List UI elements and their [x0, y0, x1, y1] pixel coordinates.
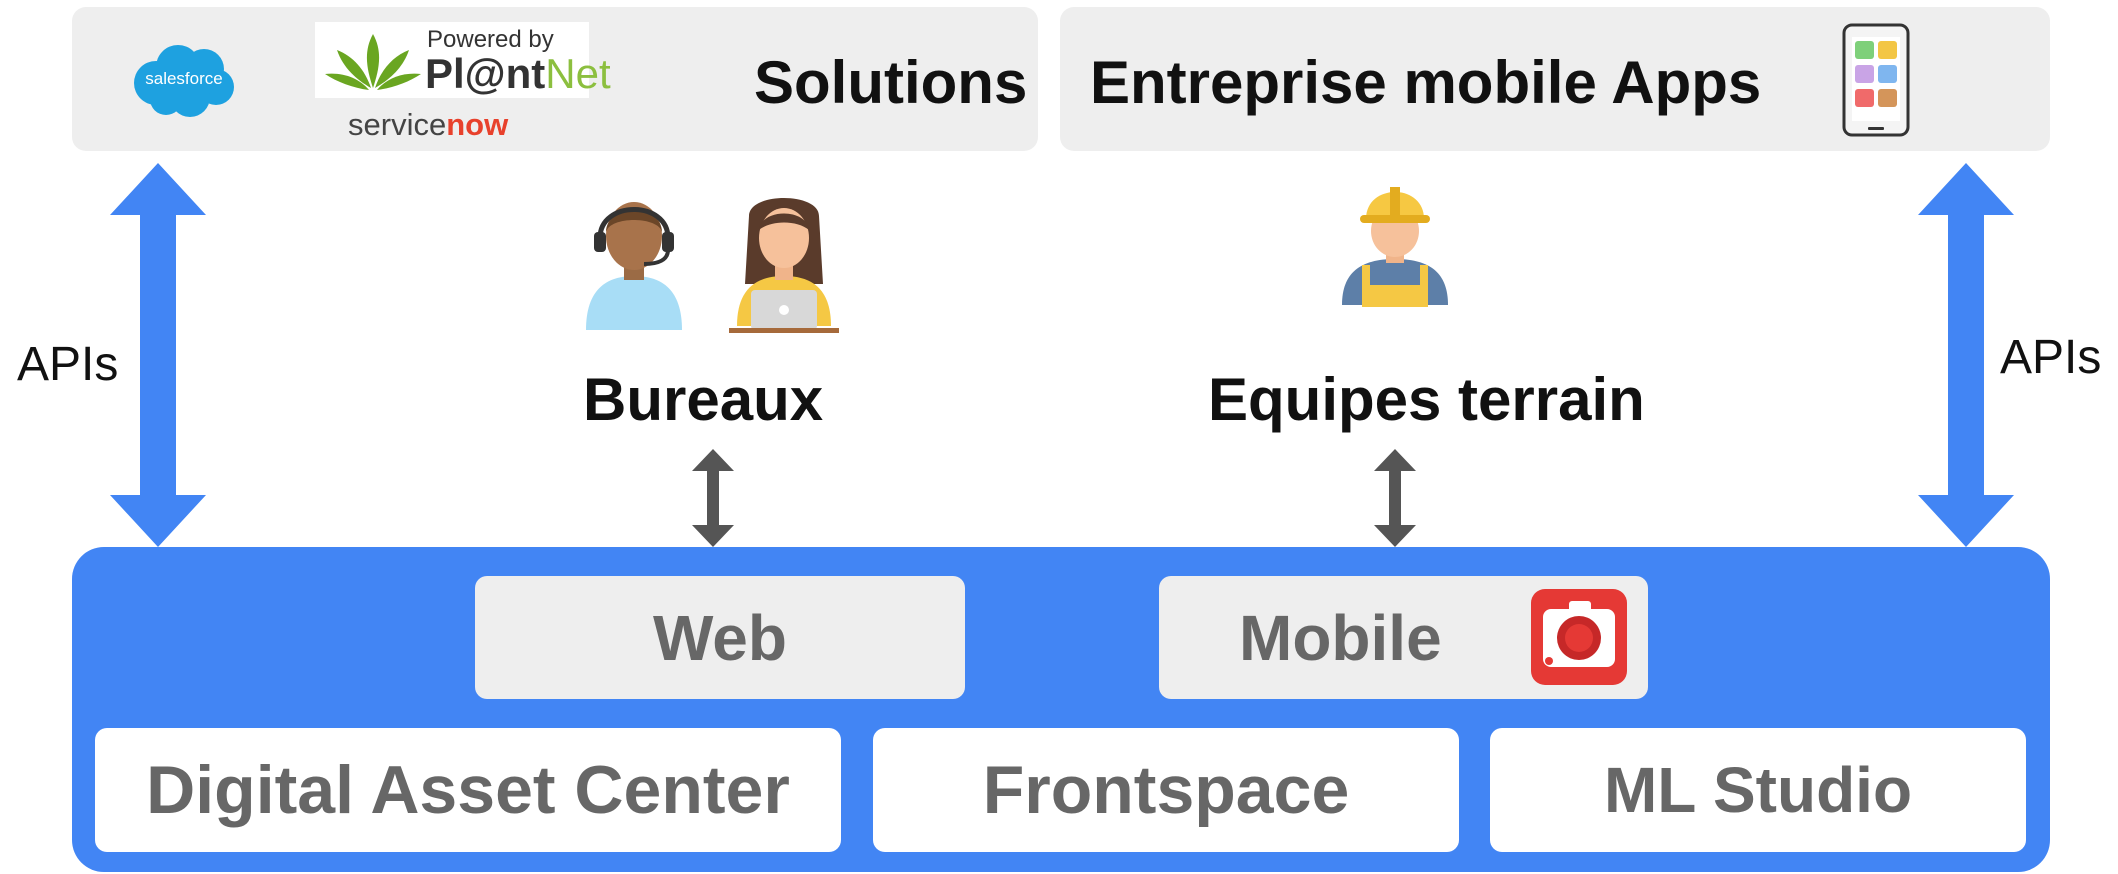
bureaux-double-arrow-icon — [690, 449, 736, 547]
plantnet-powered-by: Powered by — [427, 26, 554, 53]
smartphone-icon — [1842, 23, 1910, 137]
web-label: Web — [653, 601, 787, 674]
call-agent-icon — [578, 194, 690, 334]
frontspace-module: Frontspace — [873, 728, 1459, 852]
solutions-label: Solutions — [754, 49, 1028, 116]
servicenow-logo: servicenow — [348, 107, 508, 143]
entreprise-apps-panel: Entreprise mobile Apps — [1060, 7, 2050, 151]
digital-asset-center-label: Digital Asset Center — [146, 752, 790, 828]
ml-studio-module: ML Studio — [1490, 728, 2026, 852]
ml-studio-label: ML Studio — [1603, 754, 1913, 826]
digital-asset-center-module: Digital Asset Center — [95, 728, 841, 852]
salesforce-wordmark: salesforce — [145, 69, 223, 88]
mobile-module: Mobile — [1159, 576, 1648, 699]
equipes-terrain-label: Equipes terrain — [1208, 366, 1645, 433]
web-module: Web — [475, 576, 965, 699]
bureaux-label: Bureaux — [583, 366, 824, 433]
solutions-panel: salesforce Powered by Pl@ntNet serviceno… — [72, 7, 1038, 151]
office-worker-icon — [727, 194, 841, 336]
plantnet-wordmark: Pl@ntNet — [425, 50, 611, 98]
apis-right-label: APIs — [2000, 331, 2102, 384]
equipes-double-arrow-icon — [1372, 449, 1418, 547]
frontspace-label: Frontspace — [982, 752, 1350, 828]
plantnet-logo: Powered by Pl@ntNet — [315, 22, 611, 98]
salesforce-logo: salesforce — [128, 39, 240, 121]
servicenow-part-a: service — [348, 107, 447, 142]
entreprise-apps-label: Entreprise mobile Apps — [1090, 49, 1762, 116]
camera-app-icon — [1529, 587, 1629, 687]
plantnet-brand-b: Net — [545, 50, 611, 97]
plantnet-brand-a: Pl@nt — [425, 50, 546, 97]
servicenow-part-b: now — [446, 107, 509, 142]
field-worker-icon — [1340, 181, 1450, 307]
apis-left-label: APIs — [17, 338, 119, 391]
mobile-label: Mobile — [1239, 601, 1442, 674]
apis-right-arrow — [1916, 163, 2016, 547]
platform-panel: Web Mobile Digital Asset Center Frontspa… — [72, 547, 2050, 872]
apis-left-arrow — [108, 163, 208, 547]
